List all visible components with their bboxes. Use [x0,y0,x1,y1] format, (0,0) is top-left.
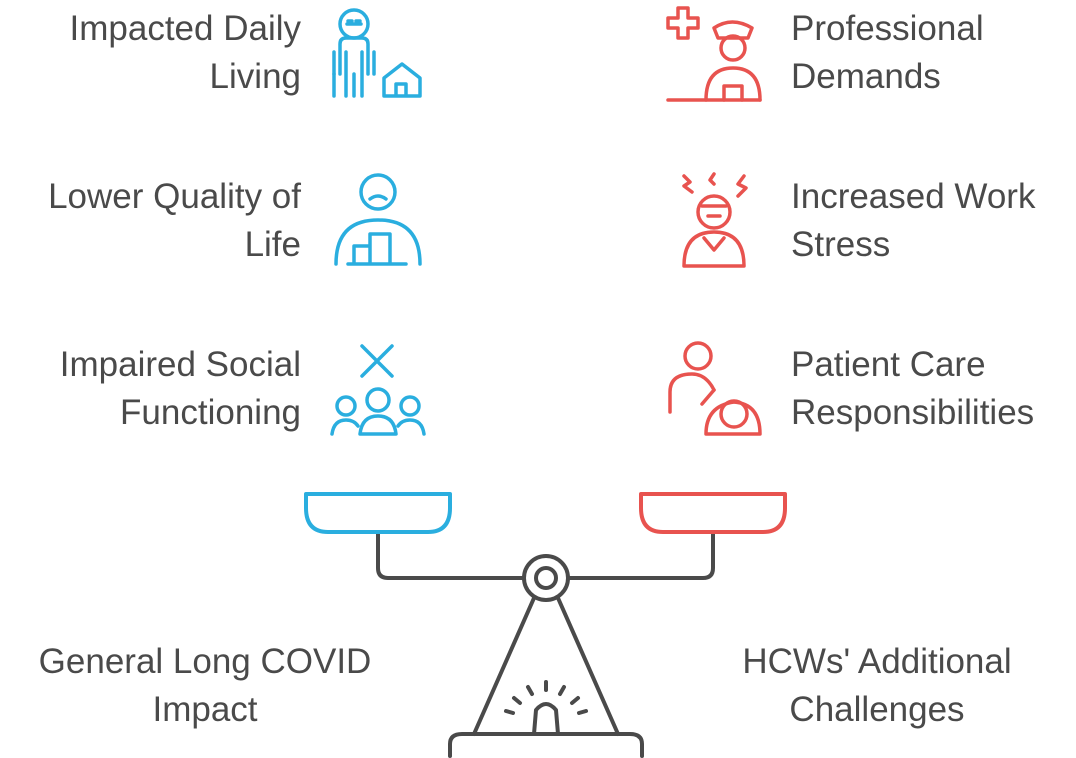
caregiver-patient-icon [668,341,762,436]
label-impacted-daily-living: Impacted Daily Living [69,9,301,96]
nurse-cross-icon [666,6,762,102]
stressed-person-icon [682,172,748,268]
left-pan [304,492,452,534]
person-house-icon [332,8,422,98]
label-increased-work-stress: Increased Work Stress [791,177,1036,264]
scale-gauge [504,680,588,736]
label-lower-quality-of-life: Lower Quality of Life [48,177,301,264]
label-general-long-covid-impact: General Long COVID Impact [38,642,372,729]
label-patient-care-responsibilities: Patient Care Responsibilities [791,345,1035,432]
scale-base [448,732,644,758]
label-hcws-additional-challenges: HCWs' Additional Challenges [742,642,1012,729]
right-pan [639,492,787,534]
group-x-icon [330,344,426,436]
sad-person-chart-icon [334,173,422,266]
label-professional-demands: Professional Demands [791,9,984,96]
label-impaired-social-functioning: Impaired Social Functioning [59,345,301,432]
scale-stand [472,596,620,736]
